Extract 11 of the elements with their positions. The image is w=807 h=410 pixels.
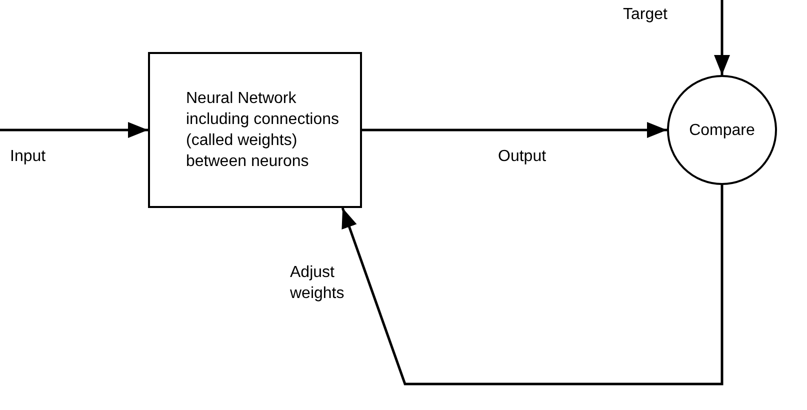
arrow: [0, 122, 148, 138]
arrow: [714, 0, 730, 75]
process-box: [148, 52, 362, 208]
edge-label: Output: [498, 147, 548, 167]
arrow: [341, 185, 724, 386]
edge-label: Adjust weights: [290, 263, 346, 304]
arrow: [362, 122, 667, 138]
edge-label: Input: [10, 147, 47, 167]
node-text: Neural Network including connections (called weights) between neurons: [186, 89, 340, 172]
edge-label: Target: [623, 5, 668, 25]
node-text: Compare: [689, 120, 755, 140]
